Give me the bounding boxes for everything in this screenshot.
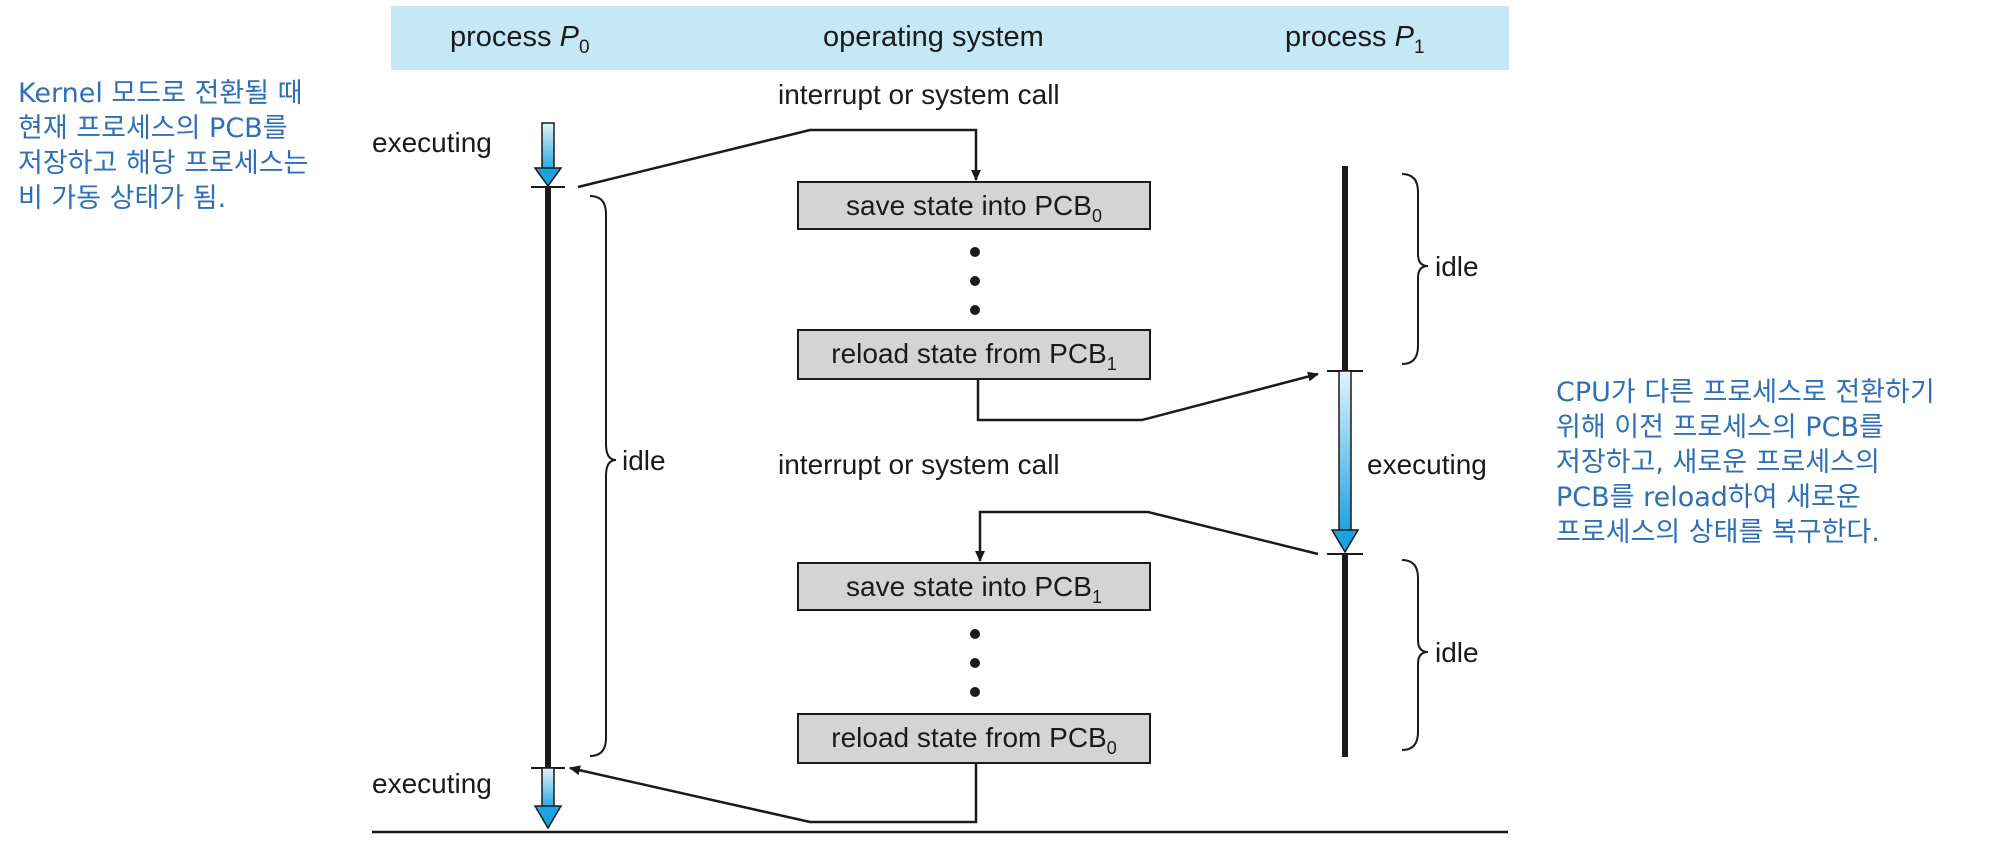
p0-executing-bottom-arrow bbox=[533, 767, 563, 830]
annotation-right-line: 저장하고, 새로운 프로세스의 bbox=[1556, 447, 1880, 478]
annotation-left: Kernel 모드로 전환될 때 현재 프로세스의 PCB를 저장하고 해당 프… bbox=[18, 76, 308, 216]
header-process-p0: process P0 bbox=[450, 21, 590, 58]
p1-idle-brace-top bbox=[1401, 173, 1429, 365]
connector-os-to-p0-bottom bbox=[569, 763, 978, 824]
box-reload-pcb1: reload state from PCB1 bbox=[797, 329, 1151, 380]
box-reload-pcb0: reload state from PCB0 bbox=[797, 713, 1151, 764]
ellipsis-dots-top bbox=[970, 247, 980, 315]
p0-idle-label: idle bbox=[622, 445, 666, 476]
annotation-right: CPU가 다른 프로세스로 전환하기 위해 이전 프로세스의 PCB를 저장하고… bbox=[1556, 375, 1935, 550]
p0-executing-top-arrow bbox=[533, 122, 563, 188]
svg-text:reload state from PCB0: reload state from PCB0 bbox=[831, 722, 1116, 758]
annotation-left-line: 저장하고 해당 프로세스는 bbox=[18, 148, 309, 179]
annotation-left-line: Kernel 모드로 전환될 때 bbox=[18, 78, 303, 109]
p0-idle-brace bbox=[589, 195, 617, 757]
p1-idle-top-label: idle bbox=[1435, 251, 1479, 282]
annotation-left-line: 비 가동 상태가 됨. bbox=[18, 183, 227, 214]
annotation-left-line: 현재 프로세스의 PCB를 bbox=[18, 113, 288, 144]
annotation-right-line: CPU가 다른 프로세스로 전환하기 bbox=[1556, 377, 1935, 408]
annotation-right-line: 프로세스의 상태를 복구한다. bbox=[1556, 517, 1880, 548]
header-process-p1: process P1 bbox=[1285, 21, 1425, 58]
connector-p0-to-os-top bbox=[577, 128, 981, 189]
ellipsis-dots-bottom bbox=[970, 629, 980, 697]
p1-executing-arrow bbox=[1330, 370, 1360, 554]
header-band bbox=[391, 6, 1509, 70]
p1-idle-bottom-label: idle bbox=[1435, 637, 1479, 668]
svg-text:save state into PCB1: save state into PCB1 bbox=[846, 571, 1102, 607]
p0-executing-bottom-label: executing bbox=[372, 768, 492, 799]
p1-executing-label: executing bbox=[1367, 449, 1487, 480]
connector-p1-to-os bbox=[975, 510, 1319, 562]
header-operating-system: operating system bbox=[823, 21, 1044, 53]
box-save-pcb1: save state into PCB1 bbox=[797, 562, 1151, 611]
annotation-right-line: 위해 이전 프로세스의 PCB를 bbox=[1556, 412, 1884, 443]
p0-executing-top-label: executing bbox=[372, 127, 492, 158]
os-interrupt-top-label: interrupt or system call bbox=[778, 79, 1060, 110]
annotation-right-line: PCB를 reload하여 새로운 bbox=[1556, 482, 1861, 513]
p1-idle-brace-bottom bbox=[1401, 559, 1429, 751]
os-interrupt-mid-label: interrupt or system call bbox=[778, 449, 1060, 480]
svg-text:save state into PCB0: save state into PCB0 bbox=[846, 190, 1102, 226]
connector-os-to-p1 bbox=[976, 371, 1319, 422]
svg-text:reload state from PCB1: reload state from PCB1 bbox=[831, 338, 1116, 374]
box-save-pcb0: save state into PCB0 bbox=[797, 181, 1151, 230]
